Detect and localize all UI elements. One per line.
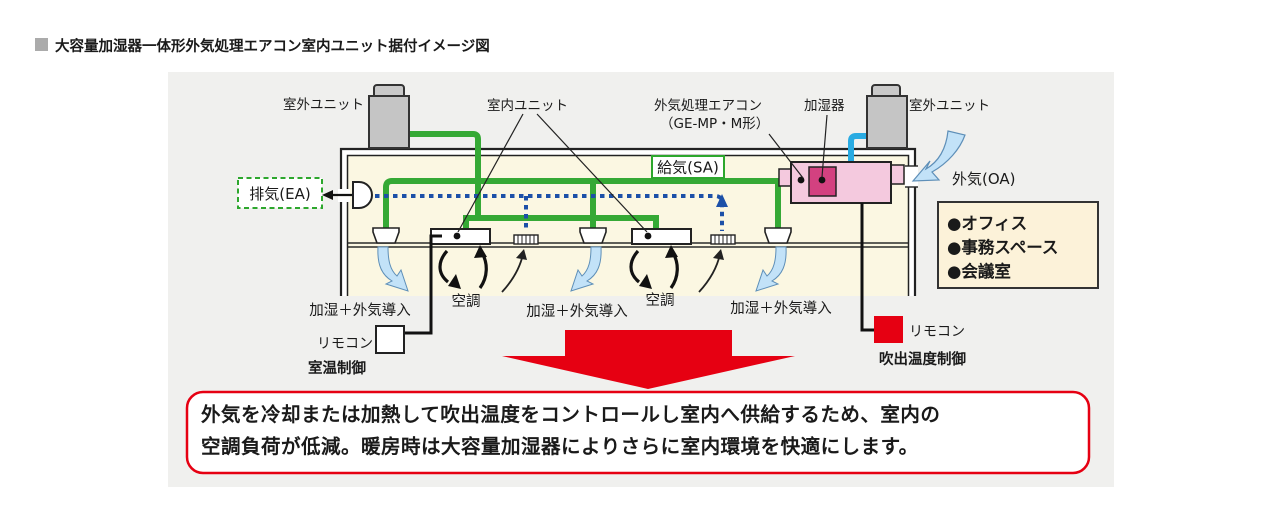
- label-humidify-3: 加湿＋外気導入: [730, 300, 832, 317]
- label-oa-processing-ac-1: 外気処理エアコン: [654, 98, 762, 114]
- ea-label-box: [237, 177, 323, 209]
- label-aircon-1: 空調: [452, 293, 481, 310]
- pointer-line-humidifier: [821, 114, 828, 178]
- oa-inflow-arrow: [911, 130, 966, 182]
- room-type-office-space: ●事務スペース: [947, 237, 1058, 257]
- sa-label: 給気(SA): [657, 159, 719, 177]
- oa-processing-ac-unit: [778, 161, 905, 204]
- title-bullet: [35, 38, 48, 51]
- oa-unit-pointer-dot: [797, 176, 805, 184]
- airflow-arrow-circulation-2: [629, 245, 679, 289]
- callout-line-2: 空調負荷が低減。暖房時は大容量加湿器によりさらに室内環境を快適にします。: [201, 435, 919, 458]
- building-inner-wall: [346, 154, 910, 296]
- pointer-line-indoor-1: [457, 113, 524, 233]
- remote-left-box: [375, 325, 405, 354]
- indoor-unit-2: [631, 228, 692, 245]
- remote-right-box: [874, 316, 903, 343]
- diffuser-3: [764, 227, 792, 244]
- airflow-arrow-circulation-1: [438, 245, 488, 289]
- outdoor-unit-left: [368, 84, 410, 149]
- callout-box: [185, 390, 1091, 475]
- airflow-arrow-exhaust-1: [501, 249, 527, 293]
- room-types-box: [937, 201, 1099, 289]
- exhaust-duct-arrowhead: [716, 194, 728, 207]
- outdoor-unit-left-body: [368, 95, 410, 149]
- label-indoor-unit: 室内ユニット: [487, 97, 568, 114]
- label-outdoor-unit-right: 室外ユニット: [909, 97, 990, 114]
- oa-wall-opening: [905, 166, 918, 187]
- outdoor-unit-right-body: [866, 95, 908, 149]
- exhaust-fan: [352, 181, 373, 209]
- label-humidifier: 加湿器: [804, 98, 845, 114]
- label-remote-right: リモコン: [909, 324, 965, 340]
- refrigerant-pipe-oa-unit: [848, 133, 867, 163]
- callout-arrow: [502, 330, 795, 389]
- label-humidify-2: 加湿＋外気導入: [526, 303, 628, 320]
- return-grille-1: [513, 234, 539, 245]
- outdoor-unit-right: [866, 84, 908, 149]
- indoor-unit-2-pointer-dot: [644, 232, 652, 240]
- refrigerant-pipe-indoor-units: [463, 215, 659, 230]
- indoor-unit-1-pointer-dot: [453, 232, 461, 240]
- pointer-line-indoor-2: [536, 113, 648, 233]
- ea-arrow-head: [322, 190, 333, 200]
- label-oa-processing-ac-2: （GE-MP・M形）: [660, 116, 769, 132]
- ea-label: 排気(EA): [249, 185, 310, 203]
- remote-cable-left: [405, 234, 442, 335]
- oa-unit-right-tab: [890, 164, 905, 185]
- label-remote-left: リモコン: [317, 336, 373, 352]
- diffuser-2: [579, 227, 607, 244]
- sa-duct-main: [383, 178, 780, 229]
- refrigerant-pipe-outdoor: [407, 131, 481, 218]
- label-humidify-1: 加湿＋外気導入: [309, 302, 411, 319]
- page-title: 大容量加湿器一体形外気処理エアコン室内ユニット据付イメージ図: [55, 37, 490, 55]
- airflow-arrow-humidify-2: [570, 246, 602, 292]
- building-outer-wall: [339, 147, 917, 296]
- return-grille-2: [710, 234, 736, 245]
- remote-cable-right: [860, 203, 874, 332]
- callout-line-1: 外気を冷却または加熱して吹出温度をコントロールし室内へ供給するため、室内の: [201, 403, 940, 426]
- diffuser-1: [372, 227, 400, 244]
- airflow-arrow-humidify-1: [377, 246, 409, 292]
- label-aircon-2: 空調: [646, 292, 675, 309]
- humidifier-pointer-dot: [818, 176, 826, 184]
- pointer-line-oa-unit: [768, 133, 804, 179]
- airflow-arrow-exhaust-2: [698, 249, 724, 293]
- room-type-office: ●オフィス: [947, 214, 1027, 233]
- oa-unit-body: [790, 161, 892, 204]
- room-type-meeting-room: ●会議室: [947, 261, 1011, 281]
- sa-label-box: [651, 155, 725, 179]
- label-remote-left-function: 室温制御: [308, 359, 366, 377]
- label-outdoor-unit-left: 室外ユニット: [283, 96, 364, 113]
- airflow-arrow-humidify-3: [755, 246, 787, 292]
- label-remote-right-function: 吹出温度制御: [879, 350, 966, 368]
- label-outside-air: 外気(OA): [952, 170, 1016, 188]
